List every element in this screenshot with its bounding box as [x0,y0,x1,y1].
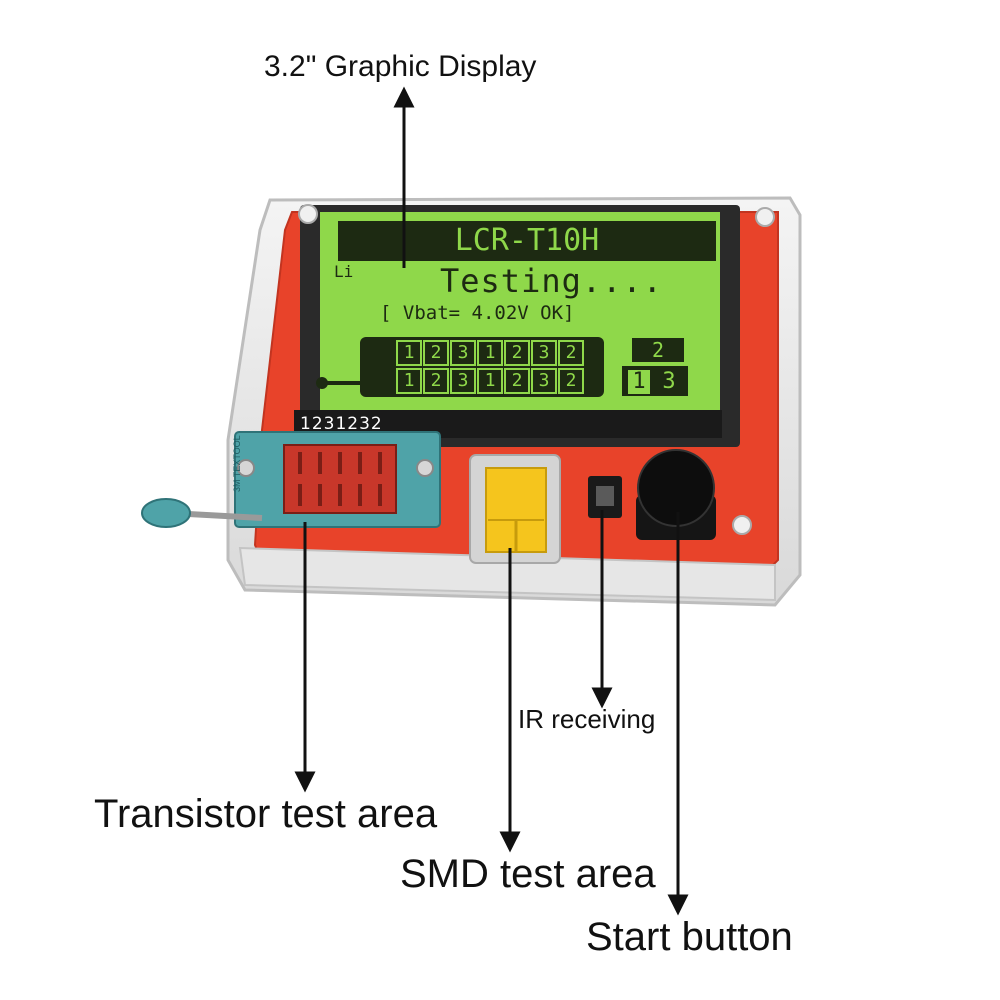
lcd-pin-digit: 2 [423,368,449,394]
lcd-title-bar [338,221,716,261]
pcb-pin-label: 1231232 [300,414,383,434]
callout-ir: IR receiving [518,704,656,734]
callout-transistor: Transistor test area [94,792,438,836]
case-lip [238,546,776,602]
case-screw-tl [298,204,318,224]
lcd-pin-digit: 1 [477,340,503,366]
callout-display: 3.2" Graphic Display [264,50,537,83]
lcd-status: Testing.... [440,262,663,300]
zif-screw-right [416,459,434,477]
lcd-pin-digit: 3 [531,340,557,366]
case-screw-tr [755,207,775,227]
callout-start: Start button [586,915,793,959]
callout-smd: SMD test area [400,852,656,896]
lcd-lead-dot [316,377,328,389]
lcd-pin-digit: 2 [558,368,584,394]
lcd-pin-digit: 3 [450,340,476,366]
lcd-pin-a: 2 [651,338,665,362]
lcd-pins-top: 1 2 3 1 2 3 2 [396,340,584,366]
lcd-pin-b-inner [628,370,650,394]
ir-receiver-window [596,486,614,506]
lcd-pin-digit: 2 [504,340,530,366]
lcd-pin-b: 1 [632,369,646,394]
lcd-pin-c: 3 [662,369,676,394]
lcd-side-mark: Li [334,262,354,281]
start-button [637,449,715,527]
lcd-pin-digit: 2 [504,368,530,394]
zif-slot-lines [298,452,382,506]
lcd-pin-digit: 3 [450,368,476,394]
zif-brand: 3M TEXTOOL [232,435,242,492]
lcd-pin-a-box [632,338,684,362]
zif-screw-left [237,459,255,477]
lcd-pin-digit: 2 [558,340,584,366]
zif-lever-knob [141,498,191,528]
lcd-pin-digit: 1 [396,340,422,366]
case-screw-br [732,515,752,535]
lcd-pins-bottom: 1 2 3 1 2 3 2 [396,368,584,394]
lcd-pin-digit: 1 [396,368,422,394]
lcd-title: LCR-T10H [454,223,600,258]
lcd-pin-digit: 3 [531,368,557,394]
lcd-pin-digit: 2 [423,340,449,366]
lcd-battery: [ Vbat= 4.02V OK] [380,302,575,324]
lcd-pin-digit: 1 [477,368,503,394]
